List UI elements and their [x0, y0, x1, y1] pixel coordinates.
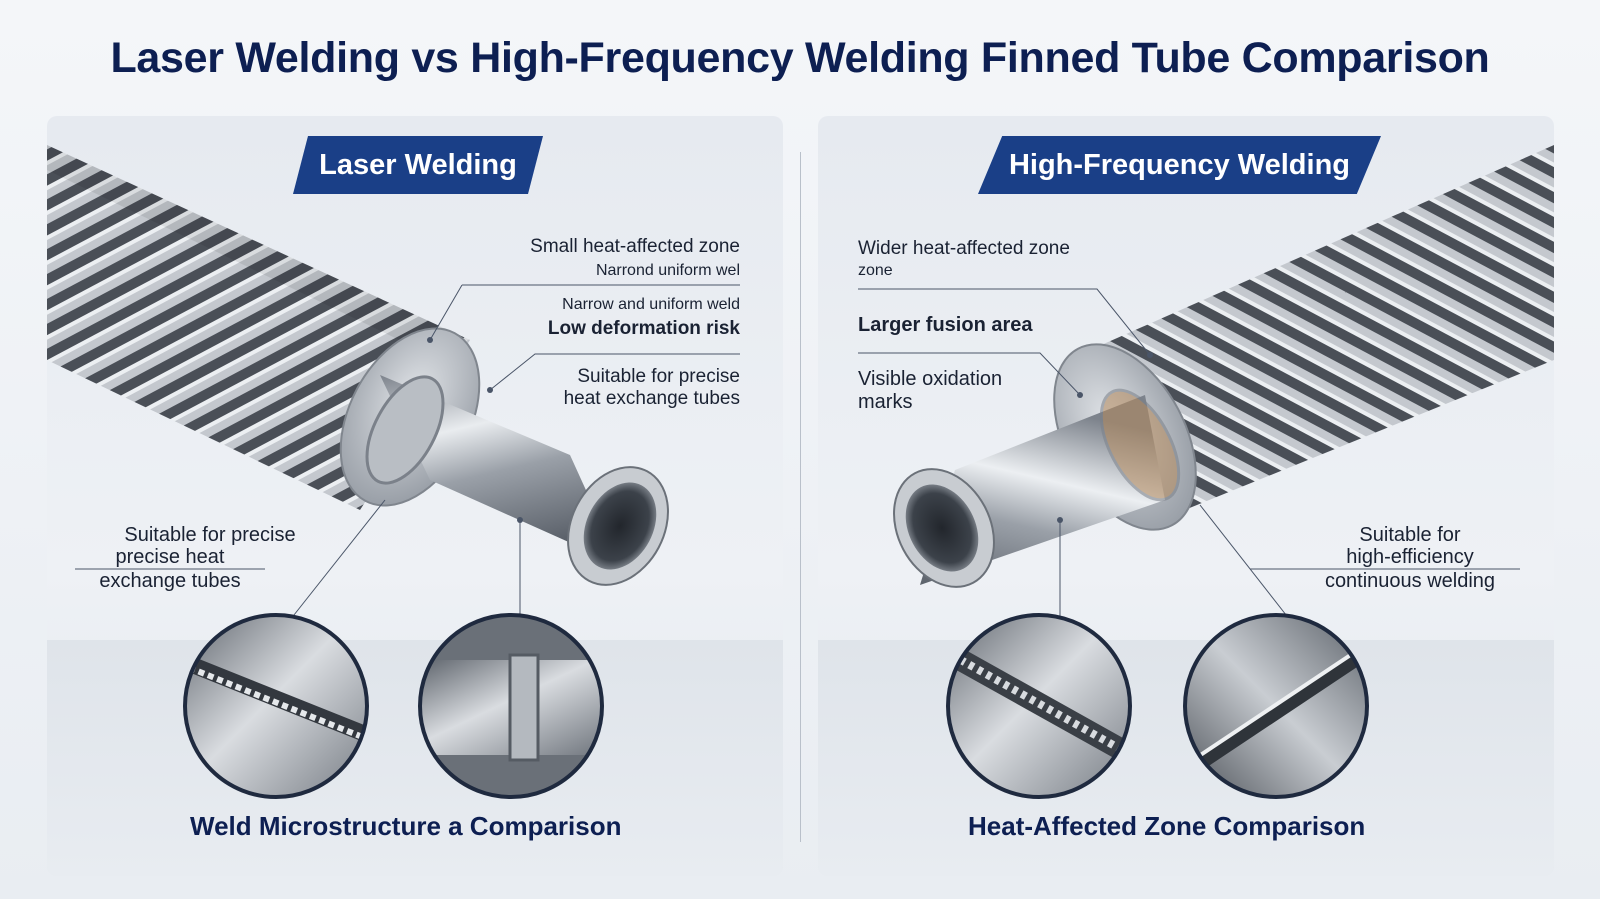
note-small-haz: Small heat-affected zone [530, 236, 740, 257]
note-precise-a: Suitable for precise [577, 366, 740, 387]
note-precise-e: exchange tubes [99, 570, 241, 592]
note-precise-c: Suitable for precise [124, 524, 296, 546]
note-hf-c: continuous welding [1324, 570, 1496, 592]
panel-divider [800, 152, 801, 842]
laser-welding-tag: Laser Welding [293, 136, 543, 194]
note-low-deformation: Low deformation risk [547, 318, 740, 339]
hf-finned-tube [893, 145, 1554, 588]
note-narrond: Narrond uniform wel [595, 262, 740, 279]
hf-weld-macro-1 [946, 613, 1132, 799]
note-hf-a: Suitable for [1359, 524, 1461, 546]
note-fusion-area: Larger fusion area [858, 314, 1033, 336]
page-title: Laser Welding vs High-Frequency Welding … [110, 34, 1490, 82]
hf-welding-tag: High-Frequency Welding [978, 136, 1381, 194]
caption-weld-microstructure: Weld Microstructure a Comparison [190, 811, 622, 841]
lower-band [818, 640, 1554, 876]
laser-finned-tube [47, 145, 669, 586]
note-oxidation-a: Visible oxidation [858, 368, 1003, 390]
lower-band [47, 640, 783, 876]
leader-lines [75, 284, 1520, 621]
hf-weld-macro-2 [1183, 613, 1369, 799]
laser-weld-macro-1 [183, 613, 369, 799]
note-precise-b: heat exchange tubes [563, 388, 740, 409]
note-wider-haz: Wider heat-affected zone [858, 238, 1070, 259]
caption-haz-comparison: Heat-Affected Zone Comparison [968, 811, 1366, 841]
note-oxidation-b: marks [858, 391, 913, 413]
note-narrow-weld: Narrow and uniform weld [562, 296, 740, 313]
note-hf-b: high-efficiency [1346, 546, 1474, 568]
note-zone: zone [858, 262, 893, 279]
note-precise-d: precise heat [115, 546, 225, 568]
laser-weld-macro-2 [418, 613, 604, 799]
